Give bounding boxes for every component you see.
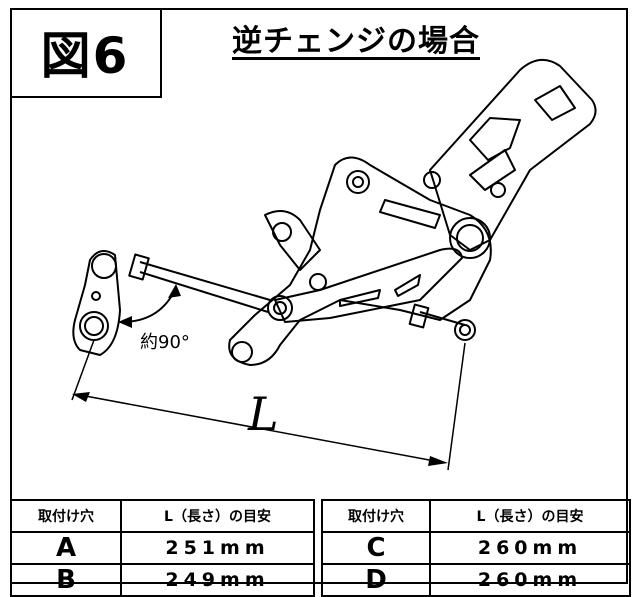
length-table-right: 取付け穴 L（長さ）の目安 C 260mm D 260mm (321, 499, 631, 597)
bracket-arm (264, 210, 321, 271)
angle-label: 約90° (140, 332, 190, 353)
heel-plate-slot-3 (469, 149, 516, 191)
lever-small-hole (91, 291, 101, 301)
mount-hole-upper-inner (352, 176, 364, 188)
header-length: L（長さ）の目安 (429, 499, 631, 533)
figure-number-box: 図6 (10, 8, 162, 98)
angle-arrow-head-1 (168, 284, 181, 298)
dim-arrow-left (72, 392, 90, 402)
shift-arm-slot-1 (339, 289, 381, 307)
bracket-slot (379, 199, 441, 229)
dim-line (79, 394, 441, 463)
header-hole: 取付け穴 (10, 499, 122, 533)
lever-upper-hole (91, 253, 117, 279)
dim-arrow-right (428, 456, 448, 466)
header-length: L（長さ）の目安 (120, 499, 315, 533)
shift-arm (274, 247, 463, 323)
shift-linkage-diagram: L 約90° (71, 59, 597, 471)
hole-b: B (10, 563, 122, 597)
mount-hole-mid (309, 273, 327, 291)
bolt-head-2 (490, 182, 506, 198)
heel-plate-slot-1 (469, 117, 521, 161)
heel-plate (429, 59, 597, 251)
main-bracket (228, 156, 492, 366)
hole-a: A (10, 531, 122, 565)
arm-rod-end (267, 295, 293, 321)
arm-rod-end-inner (273, 301, 287, 315)
angle-arrow-head-2 (118, 316, 132, 328)
figure-number: 図6 (40, 27, 130, 85)
length-d: 260mm (429, 563, 631, 597)
shift-shaft-inner (84, 316, 104, 336)
hole-d: D (321, 563, 431, 597)
length-a: 251mm (120, 531, 315, 565)
shift-rod-nut (128, 253, 150, 281)
figure-frame (10, 8, 628, 584)
pivot-boss-inner (456, 224, 484, 252)
dim-extension-right (447, 342, 466, 471)
figure-title: 逆チェンジの場合 (232, 24, 480, 59)
lower-link-hole (454, 319, 476, 341)
pivot-boss (449, 217, 491, 259)
dim-extension-left (71, 339, 95, 401)
shift-rod (139, 261, 271, 313)
mount-hole-upper (346, 170, 370, 194)
length-table-left: 取付け穴 L（長さ）の目安 A 251mm B 249mm (10, 499, 315, 597)
heel-plate-slot-2 (534, 85, 576, 121)
lower-link-hole-inner (459, 324, 471, 336)
lower-rod-nut (408, 303, 430, 329)
gear-shift-lever (72, 250, 121, 356)
header-hole: 取付け穴 (321, 499, 431, 533)
mount-hole-left (272, 222, 292, 242)
shift-arm-slot-2 (394, 274, 421, 297)
dimension-label: L (247, 387, 279, 441)
bolt-head-1 (423, 171, 441, 189)
mount-hole-lower (231, 341, 253, 363)
length-c: 260mm (429, 531, 631, 565)
hole-c: C (321, 531, 431, 565)
length-b: 249mm (120, 563, 315, 597)
